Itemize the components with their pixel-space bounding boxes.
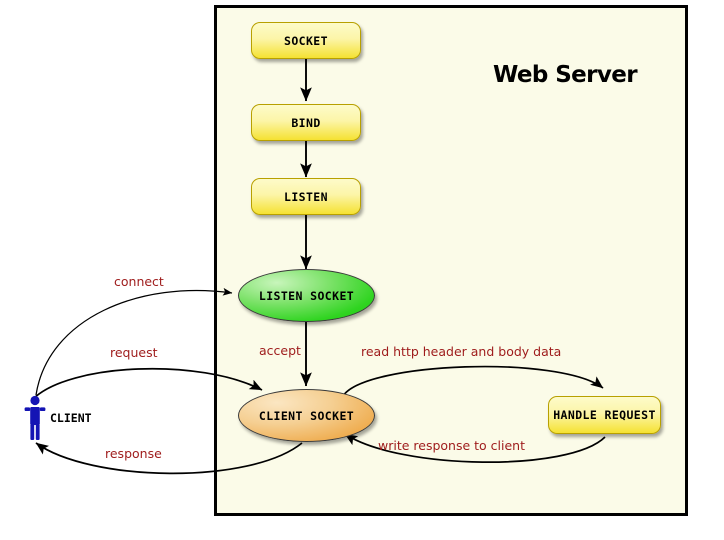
- edge-write-response: [344, 433, 606, 463]
- node-listen-socket[interactable]: LISTEN SOCKET: [238, 269, 375, 322]
- node-handle-request-label: HANDLE REQUEST: [553, 408, 656, 422]
- node-bind[interactable]: BIND: [251, 104, 361, 141]
- node-handle-request[interactable]: HANDLE REQUEST: [548, 396, 661, 434]
- client-actor-icon[interactable]: [22, 395, 48, 441]
- page-title: Web Server: [492, 62, 638, 88]
- node-client-socket-label: CLIENT SOCKET: [258, 408, 355, 423]
- edge-connect: [35, 287, 233, 396]
- client-label: CLIENT: [50, 411, 92, 425]
- edge-request: [32, 367, 263, 400]
- edge-label-read-http: read http header and body data: [361, 344, 562, 359]
- node-listen[interactable]: LISTEN: [251, 178, 361, 215]
- edge-label-write-response: write response to client: [378, 438, 526, 453]
- edge-label-connect: connect: [114, 274, 164, 289]
- node-listen-socket-label: LISTEN SOCKET: [258, 288, 355, 303]
- edge-read-http: [342, 365, 604, 397]
- node-client-socket[interactable]: CLIENT SOCKET: [238, 389, 375, 442]
- edge-label-response: response: [105, 446, 162, 461]
- node-socket-label: SOCKET: [284, 33, 328, 48]
- node-listen-label: LISTEN: [284, 189, 328, 204]
- edge-label-accept: accept: [259, 343, 301, 358]
- edge-response: [35, 442, 303, 475]
- edge-label-request: request: [110, 345, 158, 360]
- node-bind-label: BIND: [291, 115, 321, 130]
- node-socket[interactable]: SOCKET: [251, 22, 361, 59]
